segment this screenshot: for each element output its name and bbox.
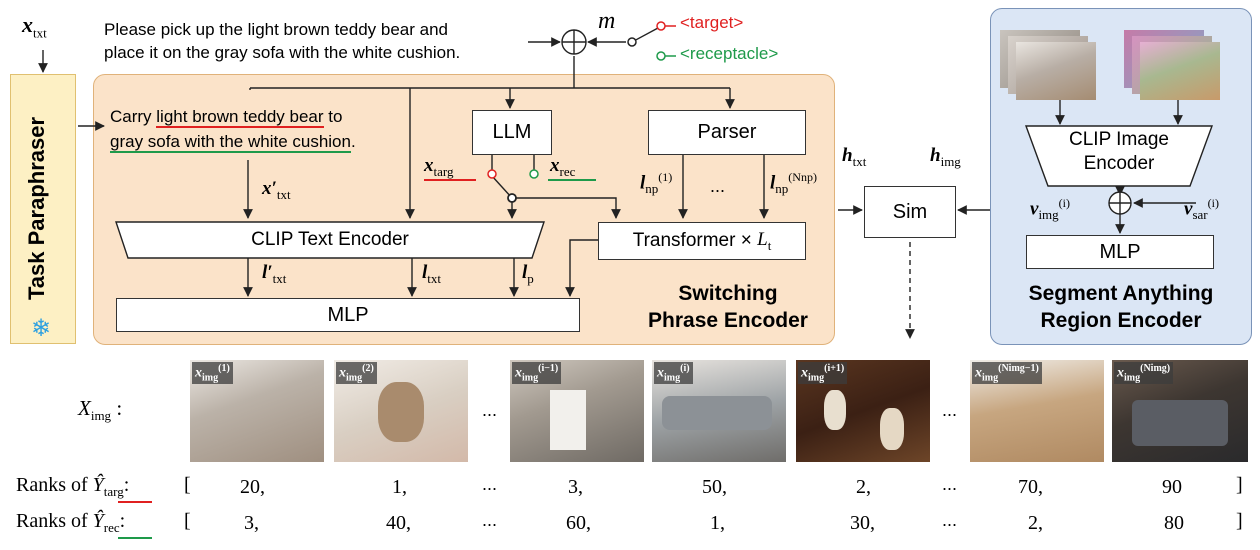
paraphrased-text: Carry light brown teddy bear to gray sof… <box>110 104 410 154</box>
ranks-targ-v6: 70, <box>1018 476 1043 498</box>
ranks-rec-v4: 1, <box>710 512 725 534</box>
ranks-targ-v4: 50, <box>702 476 727 498</box>
thumb-1-tag: ximg(1) <box>192 362 233 385</box>
ranks-rec-label: Ranks of Ŷrec: <box>16 510 126 535</box>
l-np-n-symbol: lnp(Nnp) <box>770 170 817 197</box>
image-thumb-i: ximg(i) <box>652 360 786 462</box>
image-dots-1: ... <box>482 400 498 420</box>
paraphrased-target-phrase: light brown teddy bear <box>156 107 324 128</box>
ranks-rec-close: ] <box>1236 510 1243 532</box>
thumb-i-minus-1-tag: ximg(i−1) <box>512 362 562 385</box>
image-dots-2: ... <box>942 400 958 420</box>
region-encoder-title-line-1: Segment Anything <box>1028 282 1214 305</box>
paraphrased-period: . <box>350 132 356 151</box>
segment-mask-stack <box>1124 30 1224 100</box>
thumb-n-tag: ximg(Nimg) <box>1114 362 1174 385</box>
instruction-line-1: Please pick up the light brown teddy bea… <box>104 20 449 39</box>
input-image-stack <box>1000 30 1100 100</box>
ranks-targ-label: Ranks of Ŷtarg: <box>16 474 130 499</box>
l-np-dots: ... <box>710 176 726 196</box>
instruction-line-2: place it on the gray sofa with the white… <box>104 43 461 62</box>
image-thumb-i-minus-1: ximg(i−1) <box>510 360 644 462</box>
ranks-rec-v1: 3, <box>244 512 259 534</box>
thumb-2-tag: ximg(2) <box>336 362 377 385</box>
h-img-symbol: himg <box>930 145 961 169</box>
x-txt-symbol: xtxt <box>22 12 47 41</box>
clip-image-line-1: CLIP Image <box>1069 129 1169 150</box>
ranks-rec-v2: 40, <box>386 512 411 534</box>
ranks-targ-dots-1: ... <box>482 474 498 494</box>
thumb-n-minus-1-tag: ximg(Nimg−1) <box>972 362 1042 385</box>
ranks-targ-v1: 20, <box>240 476 265 498</box>
image-thumb-n: ximg(Nimg) <box>1112 360 1248 462</box>
receptacle-label: <receptacle> <box>680 44 779 63</box>
x-txt-prime-symbol: x′txt <box>262 178 291 202</box>
ranks-targ-v5: 2, <box>856 476 871 498</box>
clip-text-encoder: CLIP Text Encoder <box>251 229 409 250</box>
h-txt-symbol: htxt <box>842 145 867 169</box>
transformer-label: Transformer × <box>632 230 752 251</box>
ranks-rec-v6: 2, <box>1028 512 1043 534</box>
switching-encoder-title-line-2: Phrase Encoder <box>648 309 808 332</box>
paraphrased-carry: Carry <box>110 107 157 126</box>
ranks-targ-close: ] <box>1236 474 1243 496</box>
region-encoder-title: Segment Anything Region Encoder <box>996 280 1246 334</box>
snowflake-icon: ❄ <box>31 315 52 342</box>
instruction-text: Please pick up the light brown teddy bea… <box>104 18 460 64</box>
ranks-targ-open: [ <box>184 474 191 496</box>
thumb-i-tag: ximg(i) <box>654 362 693 385</box>
switching-encoder-title-line-1: Switching <box>678 282 778 305</box>
v-sar-symbol: vsar(i) <box>1184 196 1219 223</box>
task-paraphraser-panel <box>10 74 76 344</box>
image-thumb-1: ximg(1) <box>190 360 324 462</box>
switching-encoder-title: Switching Phrase Encoder <box>628 280 828 334</box>
image-thumb-i-plus-1: ximg(i+1) <box>796 360 930 462</box>
l-p-symbol: lp <box>522 262 534 286</box>
ranks-rec-dots-1: ... <box>482 510 498 530</box>
x-img-label: Ximg : <box>78 396 123 424</box>
sim-box: Sim <box>864 186 956 238</box>
image-thumb-2: ximg(2) <box>334 360 468 462</box>
l-txt-prime-symbol: l′txt <box>262 262 287 286</box>
paraphrased-rec-phrase: gray sofa with the white cushion <box>110 132 351 153</box>
v-img-symbol: vimg(i) <box>1030 196 1070 223</box>
transformer-l-sub: t <box>767 237 772 253</box>
transformer-box: Transformer × Lt <box>598 222 806 260</box>
image-thumb-n-minus-1: ximg(Nimg−1) <box>970 360 1104 462</box>
mask-symbol: m <box>598 8 616 34</box>
ranks-rec-v5: 30, <box>850 512 875 534</box>
x-targ-symbol: xtarg <box>424 155 454 179</box>
ranks-targ-dots-2: ... <box>942 474 958 494</box>
clip-image-line-2: Encoder <box>1083 153 1155 174</box>
clip-image-encoder: CLIP Image Encoder <box>1026 128 1212 184</box>
ranks-rec-v7: 80 <box>1164 512 1184 534</box>
ranks-targ-v7: 90 <box>1162 476 1182 498</box>
l-np-1-symbol: lnp(1) <box>640 170 673 197</box>
target-label: <target> <box>680 13 744 32</box>
ranks-rec-v3: 60, <box>566 512 591 534</box>
ranks-rec-open: [ <box>184 510 191 532</box>
text-mlp-box: MLP <box>116 298 580 332</box>
x-rec-symbol: xrec <box>550 155 576 179</box>
thumb-i-plus-1-tag: ximg(i+1) <box>798 362 848 385</box>
llm-box: LLM <box>472 110 552 155</box>
ranks-targ-v2: 1, <box>392 476 407 498</box>
ranks-rec-dots-2: ... <box>942 510 958 530</box>
image-mlp-box: MLP <box>1026 235 1214 269</box>
transformer-l-symbol: L <box>757 228 768 250</box>
region-encoder-title-line-2: Region Encoder <box>1040 309 1202 332</box>
paraphrased-to: to <box>323 107 343 126</box>
l-txt-symbol: ltxt <box>422 262 442 286</box>
parser-box: Parser <box>648 110 806 155</box>
ranks-targ-v3: 3, <box>568 476 583 498</box>
